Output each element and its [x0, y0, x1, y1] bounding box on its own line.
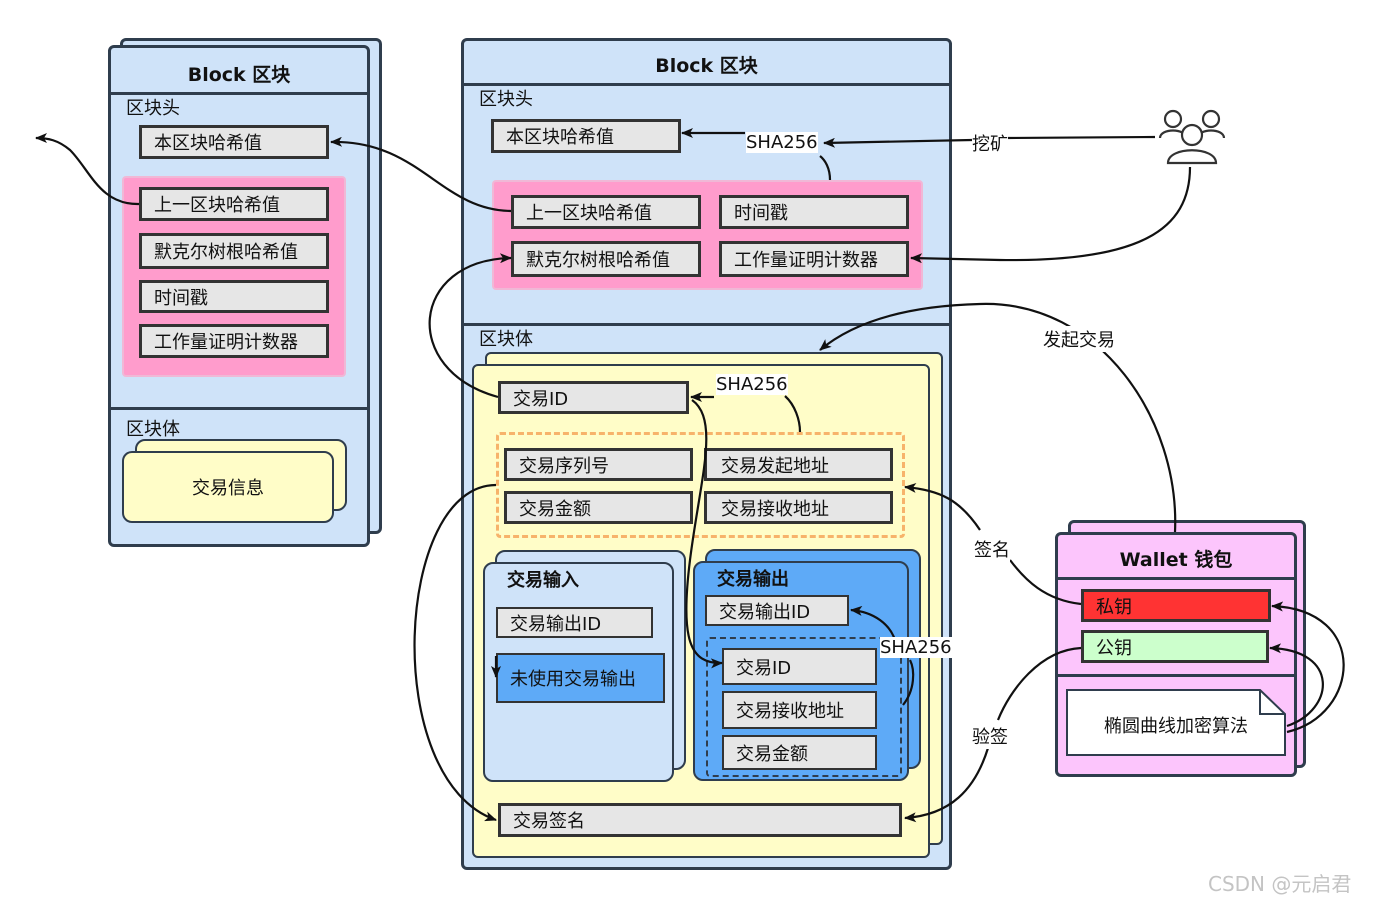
left-timestamp: 时间戳 — [139, 280, 329, 313]
wallet-title-divider — [1058, 577, 1294, 580]
left-block-title: Block 区块 — [187, 64, 291, 86]
wallet-title: Wallet 钱包 — [1119, 549, 1233, 571]
left-block-body-label: 区块体 — [126, 419, 180, 440]
main-merkle-root: 默克尔树根哈希值 — [511, 241, 701, 277]
tx-output-title: 交易输出 — [717, 569, 789, 590]
main-timestamp: 时间戳 — [719, 195, 909, 229]
left-block-header-label: 区块头 — [126, 98, 180, 119]
output-fields-group — [706, 637, 902, 777]
users-icon — [1158, 109, 1226, 165]
main-block-body-divider — [464, 323, 949, 326]
left-pow-counter: 工作量证明计数器 — [139, 324, 329, 358]
main-block-body-label: 区块体 — [479, 329, 533, 350]
edge-users-to-pow — [910, 166, 1192, 264]
left-current-hash: 本区块哈希值 — [139, 125, 329, 159]
main-block-title-divider — [464, 83, 949, 86]
main-prev-hash: 上一区块哈希值 — [511, 195, 701, 229]
label-initiate-tx: 发起交易 — [1043, 326, 1115, 352]
tx-amount: 交易金额 — [504, 491, 693, 524]
left-merkle-root: 默克尔树根哈希值 — [139, 233, 329, 269]
label-sha-tx: SHA256 — [716, 374, 788, 395]
main-pow-counter: 工作量证明计数器 — [719, 241, 909, 277]
left-tx-info: 交易信息 — [122, 451, 334, 523]
tx-input-title: 交易输入 — [507, 570, 579, 591]
label-sha-header: SHA256 — [746, 132, 818, 153]
tx-from: 交易发起地址 — [704, 448, 893, 481]
input-utxo: 未使用交易输出 — [496, 653, 665, 703]
wallet-keys-divider — [1058, 674, 1294, 677]
output-to: 交易接收地址 — [722, 691, 877, 729]
watermark: CSDN @元启君 — [1208, 872, 1352, 896]
left-block-title-divider — [111, 92, 367, 95]
label-mining: 挖矿 — [972, 130, 1008, 156]
left-prev-hash: 上一区块哈希值 — [139, 187, 329, 221]
main-block-header-label: 区块头 — [479, 89, 533, 110]
left-block-body-divider — [111, 407, 367, 410]
output-id: 交易输出ID — [705, 595, 849, 626]
output-tx-id: 交易ID — [722, 648, 877, 685]
main-current-hash: 本区块哈希值 — [491, 119, 681, 153]
left-tx-info-label: 交易信息 — [192, 478, 264, 499]
tx-seq: 交易序列号 — [504, 448, 693, 481]
label-sha-output: SHA256 — [880, 637, 952, 658]
output-amount: 交易金额 — [722, 735, 877, 770]
edge-mining — [1004, 135, 1156, 140]
input-output-id: 交易输出ID — [496, 607, 653, 638]
tx-id: 交易ID — [498, 381, 689, 414]
label-verify: 验签 — [972, 723, 1008, 749]
tx-to: 交易接收地址 — [704, 491, 893, 524]
private-key: 私钥 — [1081, 589, 1271, 622]
label-sign: 签名 — [974, 536, 1010, 562]
algorithm-label: 椭圆曲线加密算法 — [1104, 716, 1248, 737]
public-key: 公钥 — [1081, 630, 1269, 663]
main-block-title: Block 区块 — [655, 55, 758, 77]
tx-signature: 交易签名 — [498, 803, 902, 837]
